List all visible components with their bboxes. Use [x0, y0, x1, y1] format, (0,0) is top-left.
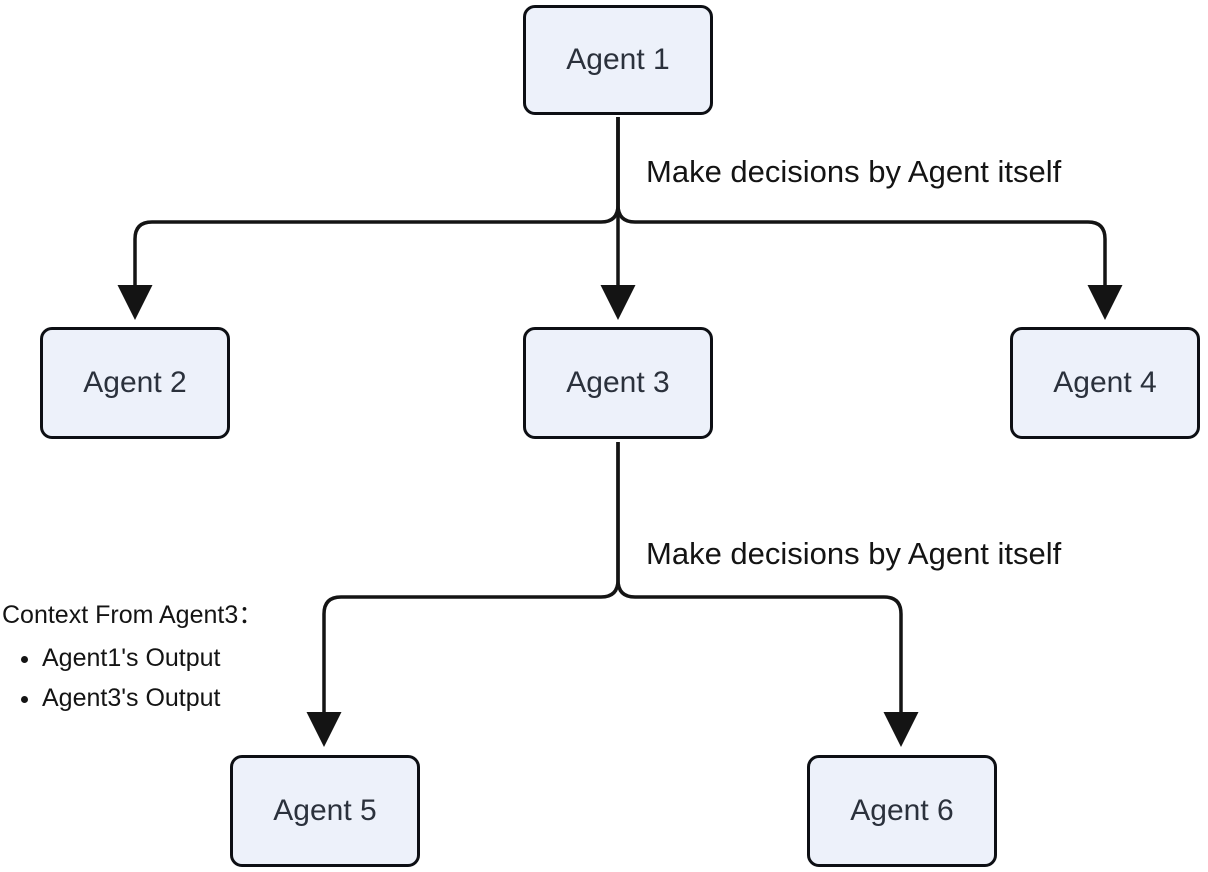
node-agent4-label: Agent 4: [1053, 366, 1157, 399]
edge-label-level2: Make decisions by Agent itself: [646, 536, 1062, 571]
node-agent2: Agent 2: [40, 327, 230, 439]
node-agent6: Agent 6: [807, 755, 997, 867]
node-agent4: Agent 4: [1010, 327, 1200, 439]
context-note-item: Agent1's Output: [42, 638, 263, 678]
context-note: Context From Agent3： Agent1's Output Age…: [2, 600, 263, 718]
node-agent5: Agent 5: [230, 755, 420, 867]
edge-agent1-agent2: [117, 117, 620, 320]
node-agent3: Agent 3: [523, 327, 713, 439]
node-agent5-label: Agent 5: [273, 794, 377, 827]
node-agent6-label: Agent 6: [850, 794, 954, 827]
node-agent3-label: Agent 3: [566, 366, 670, 399]
node-agent1: Agent 1: [523, 5, 713, 115]
node-agent2-label: Agent 2: [83, 366, 187, 399]
context-note-list: Agent1's Output Agent3's Output: [2, 638, 263, 718]
context-note-title: Context From Agent3：: [2, 601, 264, 629]
edge-label-level1: Make decisions by Agent itself: [646, 154, 1062, 189]
edge-agent1-agent4: [616, 117, 1123, 320]
edge-agent3-agent5: [306, 442, 620, 747]
context-note-item: Agent3's Output: [42, 678, 263, 718]
node-agent1-label: Agent 1: [566, 43, 670, 76]
edge-agent3-agent6: [616, 442, 919, 747]
